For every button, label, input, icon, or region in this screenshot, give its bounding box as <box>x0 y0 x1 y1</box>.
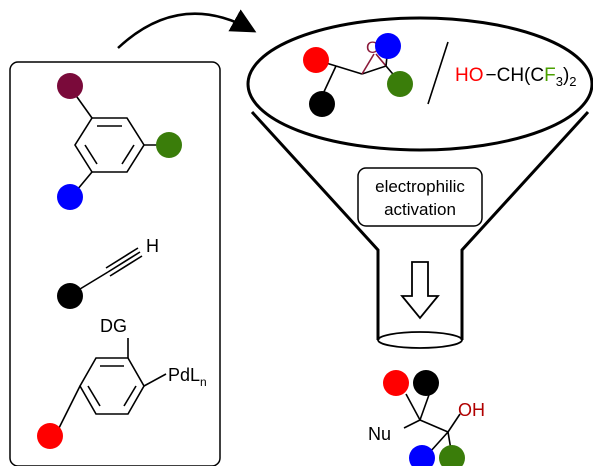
red-substituent <box>37 423 63 449</box>
epoxide-blue <box>375 33 401 59</box>
product: Nu OH <box>368 370 485 471</box>
funnel-top <box>246 16 593 152</box>
activation-line1: electrophilic <box>375 177 465 196</box>
pd-arene-substrate: DG PdLn <box>37 316 207 449</box>
funnel <box>246 16 593 349</box>
product-oh-label: OH <box>458 400 485 420</box>
activation-box: electrophilic activation <box>357 167 483 227</box>
funnel-outlet <box>377 331 463 349</box>
epoxide-red <box>303 47 329 73</box>
alkyne-h-label: H <box>146 236 159 256</box>
green-substituent <box>156 132 182 158</box>
down-arrow <box>400 261 440 320</box>
epoxide-black <box>309 91 335 117</box>
substrate-box <box>9 61 221 467</box>
alkyne-substrate: H <box>57 236 159 309</box>
slash-divider <box>427 41 449 105</box>
product-blue <box>409 445 435 471</box>
curved-arrow <box>117 9 257 49</box>
epoxide-green <box>387 71 413 97</box>
dg-label: DG <box>100 316 127 336</box>
activation-line2: activation <box>384 200 456 219</box>
maroon-substituent <box>57 73 83 99</box>
blue-substituent <box>57 184 83 210</box>
epoxide: O <box>303 33 413 117</box>
product-red <box>383 370 409 396</box>
black-substituent <box>57 283 83 309</box>
product-green <box>439 445 465 471</box>
pd-label: PdLn <box>168 365 207 389</box>
product-black <box>413 370 439 396</box>
arene-substrate <box>57 73 182 210</box>
funnel-body <box>250 110 590 340</box>
hfip-reagent: HO−CH(CF3)2 <box>455 65 577 89</box>
product-nu-label: Nu <box>368 424 391 444</box>
